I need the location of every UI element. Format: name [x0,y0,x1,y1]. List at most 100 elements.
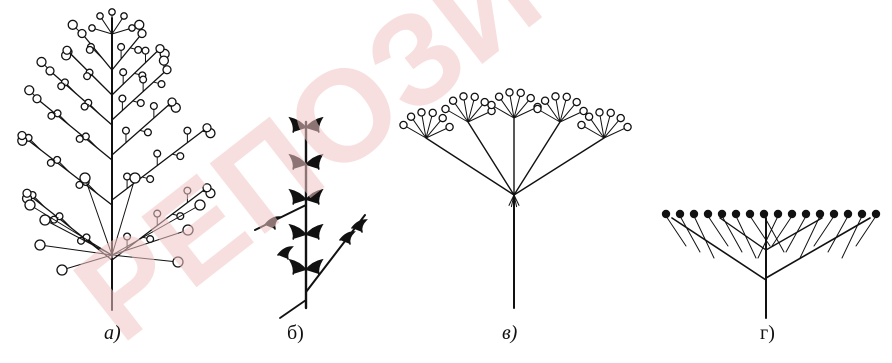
flower-circle [37,57,46,66]
flower-circle [573,98,580,105]
flower-circle [35,240,45,250]
spikelet [306,190,322,204]
flower-circle [446,123,453,130]
flower-circle [47,159,54,166]
flower-circle [563,93,570,100]
pedicel [62,255,112,270]
flower-circle [177,153,184,160]
spikelet [306,155,322,169]
pedicel [40,245,112,255]
flower-circle [80,173,90,183]
spikelet [290,118,306,132]
caption-g: г) [760,322,775,345]
flower-circle [68,20,77,29]
spikelet [306,225,322,239]
flower-circle [168,98,176,106]
flower-circle [84,73,91,80]
flower-dot [690,210,698,218]
flower-circle [135,20,144,29]
base-branch [280,300,306,318]
flower-dot [662,210,670,218]
flower-circle [163,66,171,74]
panel-b-spike [255,118,366,318]
flower-dot [802,210,810,218]
flower-circle [140,76,147,83]
flower-circle [449,97,456,104]
flower-circle [617,114,624,121]
flower-circle [418,109,425,116]
flower-circle [400,121,407,128]
flower-circle [118,44,125,51]
caption-a: а) [104,322,121,345]
flower-circle [552,93,559,100]
flower-dot [830,210,838,218]
flower-circle [97,13,103,19]
flower-circle [154,150,161,157]
spikelet [290,260,306,274]
flower-circle [63,46,71,54]
flower-circle [481,98,488,105]
pedicel [694,216,714,258]
flower-circle [159,56,168,65]
flower-circle [578,121,585,128]
spikelet [306,260,322,274]
flower-circle [135,46,142,53]
flower-circle [184,187,191,194]
flower-circle [23,189,31,197]
flower-circle [439,114,446,121]
flower-circle [33,95,41,103]
side-spike-axis [255,205,306,230]
flower-dot [844,210,852,218]
flower-circle [138,30,146,38]
flower-circle [195,200,205,210]
flower-dot [732,210,740,218]
spikelet [290,155,306,169]
flower-circle [130,173,140,183]
flower-circle [137,100,144,107]
flower-circle [25,86,34,95]
flower-circle [40,215,50,225]
ray [468,122,514,195]
flower-circle [184,127,191,134]
flower-dot [760,210,768,218]
branch [37,99,112,160]
flower-circle [147,176,154,183]
flower-circle [429,109,436,116]
flower-circle [58,83,65,90]
flower-circle [541,97,548,104]
flower-circle [57,265,67,275]
flower-circle [145,129,152,136]
flower-circle [183,225,193,235]
flower-circle [407,113,414,120]
flower-circle [124,233,131,240]
spikelet [340,232,354,244]
spikelet [290,190,306,204]
flower-circle [154,210,161,217]
flower-circle [109,9,115,15]
branch [112,102,172,155]
flower-circle [495,93,502,100]
flower-circle [203,184,211,192]
flower-dot [858,210,866,218]
caption-b: б) [287,322,304,345]
panel-a-compound-raceme [18,9,215,310]
flower-circle [86,46,93,53]
flower-circle [121,13,127,19]
spikelet [278,247,292,259]
flower-dot [718,210,726,218]
flower-circle [534,105,541,112]
flower-circle [123,127,130,134]
flower-circle [158,81,165,88]
ray [514,138,604,195]
pedicel [112,255,178,262]
flower-circle [596,109,603,116]
ray [426,138,514,195]
flower-circle [119,95,126,102]
flower-circle [46,67,54,75]
flower-dot [788,210,796,218]
flower-circle [81,103,88,110]
flower-circle [89,25,95,31]
flower-circle [76,135,83,142]
flower-circle [150,103,157,110]
